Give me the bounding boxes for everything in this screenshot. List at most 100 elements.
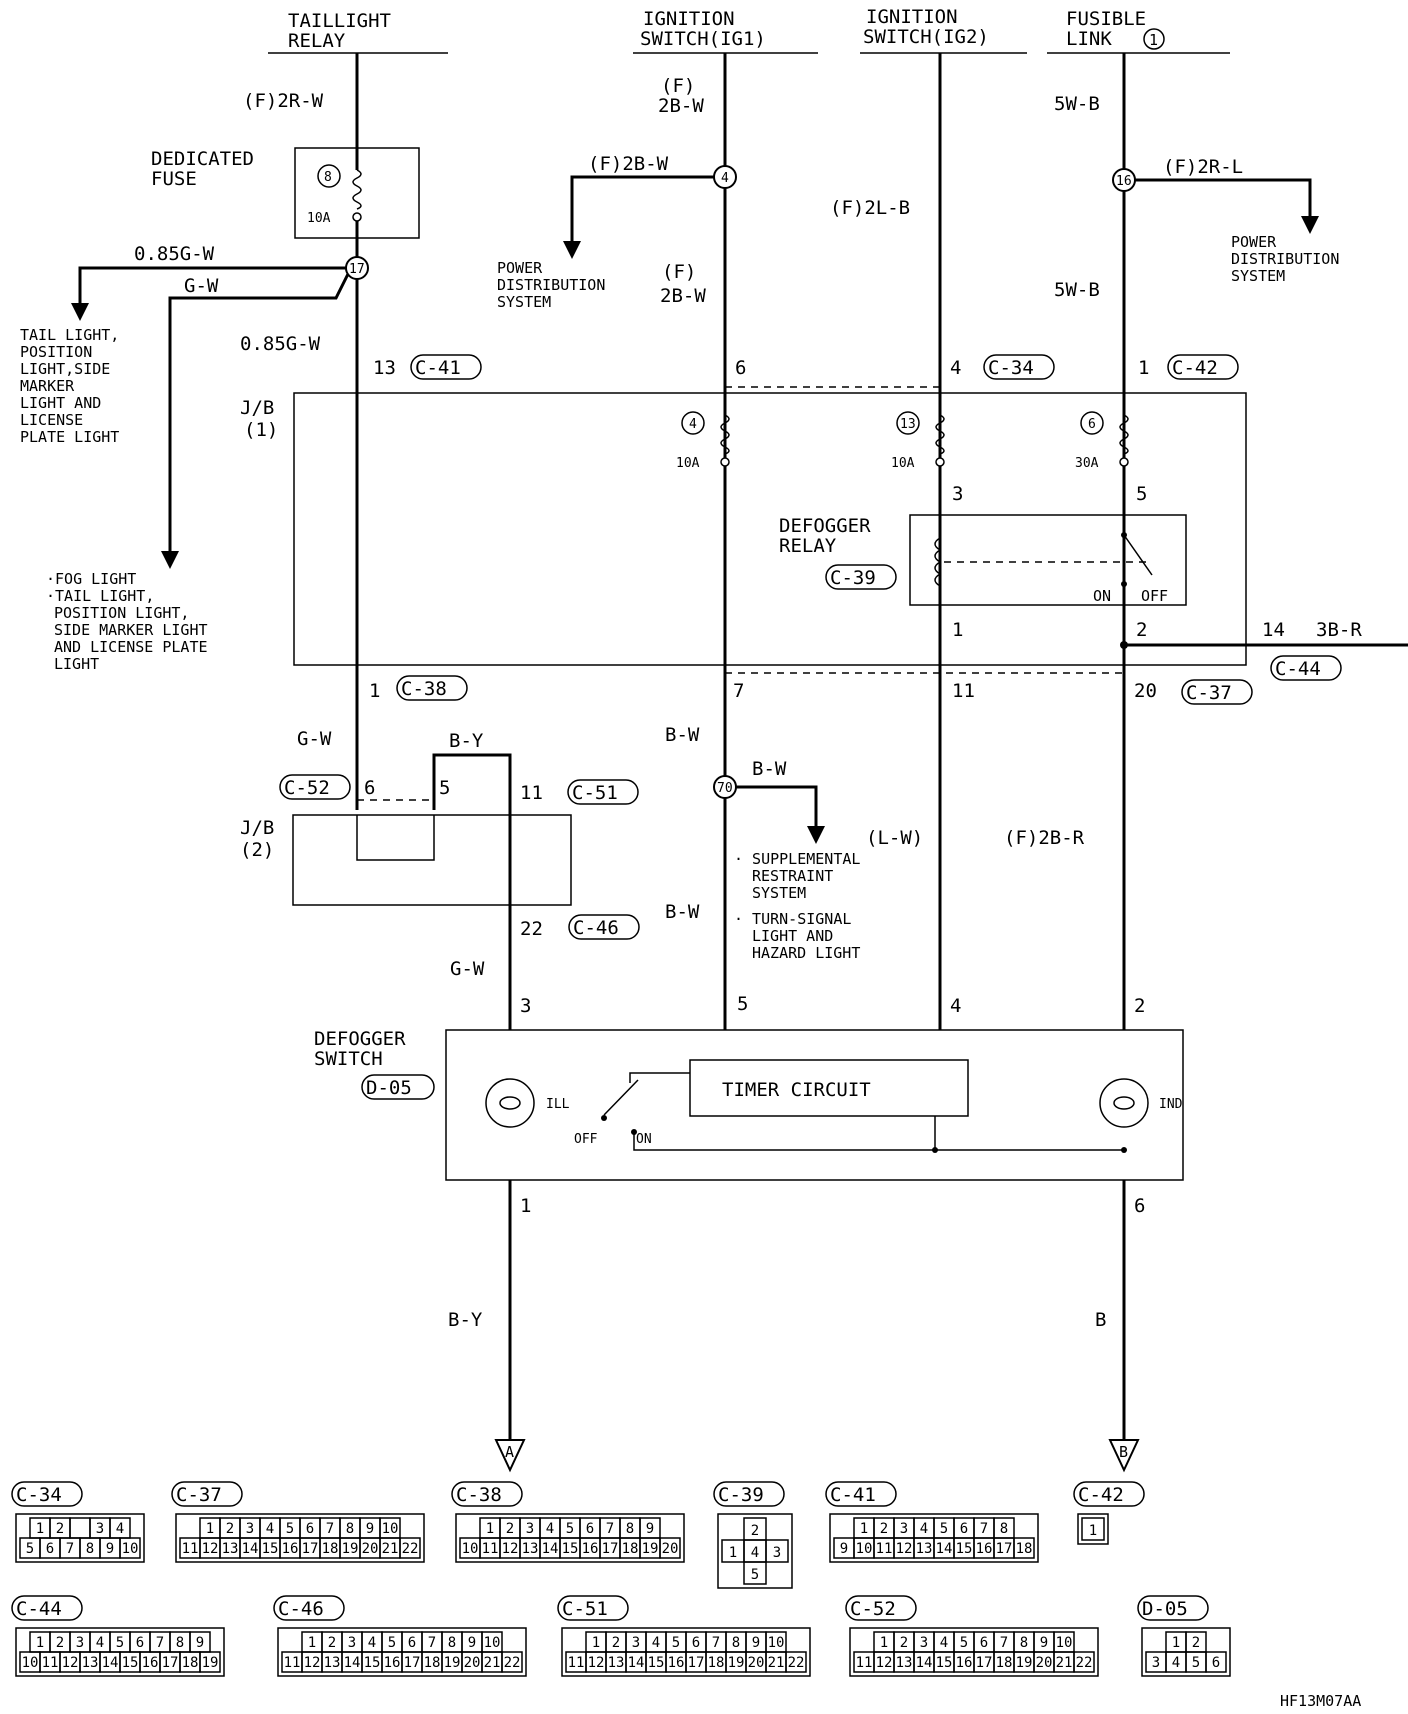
legend-pin: 5 <box>279 1517 301 1539</box>
svg-text:(F)2B-R: (F)2B-R <box>1004 827 1085 849</box>
legend-pin: 6 <box>953 1517 975 1539</box>
svg-text:16: 16 <box>668 1655 685 1671</box>
svg-text:2: 2 <box>1134 995 1145 1017</box>
svg-text:4: 4 <box>950 995 961 1017</box>
svg-text:7: 7 <box>606 1521 614 1537</box>
legend-pin: 3 <box>239 1517 261 1539</box>
svg-text:1: 1 <box>1172 1635 1180 1651</box>
legend-pin: 1 <box>1165 1631 1187 1653</box>
svg-text:G-W: G-W <box>297 728 332 750</box>
svg-text:IGNITION: IGNITION <box>866 6 958 28</box>
legend-pin: 17 <box>599 1537 621 1559</box>
svg-text:6: 6 <box>136 1635 144 1651</box>
legend-pin: 6 <box>685 1631 707 1653</box>
svg-text:4: 4 <box>940 1635 948 1651</box>
svg-text:4: 4 <box>266 1521 274 1537</box>
svg-text:11: 11 <box>42 1655 59 1671</box>
svg-text:11: 11 <box>568 1655 585 1671</box>
svg-text:19: 19 <box>342 1541 359 1557</box>
svg-text:9: 9 <box>468 1635 476 1651</box>
legend-pin: 12 <box>199 1537 221 1559</box>
svg-text:7: 7 <box>326 1521 334 1537</box>
svg-text:17: 17 <box>162 1655 179 1671</box>
legend-label: C-39 <box>718 1484 764 1506</box>
legend-pin: 15 <box>361 1651 383 1673</box>
legend-pin: 8 <box>619 1517 641 1539</box>
legend-pin: 8 <box>79 1537 101 1559</box>
svg-text:MARKER: MARKER <box>20 377 75 395</box>
svg-text:13: 13 <box>324 1655 341 1671</box>
legend-pin: 15 <box>933 1651 955 1673</box>
junction-17: 17 <box>345 256 369 280</box>
svg-text:1: 1 <box>36 1635 44 1651</box>
svg-text:14: 14 <box>344 1655 361 1671</box>
legend-pin: 18 <box>619 1537 641 1559</box>
svg-text:30A: 30A <box>1075 456 1099 471</box>
svg-text:18: 18 <box>622 1541 639 1557</box>
source-fusible-link: FUSIBLE LINK 1 <box>1047 8 1230 54</box>
legend-pin: 18 <box>993 1651 1015 1673</box>
legend-pin: 21 <box>1053 1651 1075 1673</box>
defogger-switch: DEFOGGER SWITCH D-05 TIMER CIRCUIT ILL I… <box>314 1028 1184 1181</box>
svg-text:14: 14 <box>102 1655 119 1671</box>
legend-pin: 13 <box>219 1537 241 1559</box>
svg-text:15: 15 <box>562 1541 579 1557</box>
svg-text:SWITCH(IG2): SWITCH(IG2) <box>863 26 989 48</box>
legend-pin: 5 <box>381 1631 403 1653</box>
svg-text:13: 13 <box>608 1655 625 1671</box>
svg-text:8: 8 <box>448 1635 456 1651</box>
legend-pin: 8 <box>1013 1631 1035 1653</box>
legend-pin: 18 <box>179 1651 201 1673</box>
legend-label: C-34 <box>16 1484 62 1506</box>
svg-text:9: 9 <box>196 1635 204 1651</box>
svg-text:DISTRIBUTION: DISTRIBUTION <box>1231 250 1339 268</box>
svg-text:5: 5 <box>672 1635 680 1651</box>
svg-text:B-W: B-W <box>752 758 787 780</box>
legend-pin: 12 <box>301 1651 323 1673</box>
legend-pin: 19 <box>639 1537 661 1559</box>
legend-pin: 14 <box>913 1651 935 1673</box>
svg-text:6: 6 <box>1212 1655 1220 1671</box>
legend-pin: 19 <box>199 1651 221 1673</box>
legend-pin: 4 <box>539 1517 561 1539</box>
legend-pin: 16 <box>381 1651 403 1673</box>
legend-label: D-05 <box>1142 1598 1188 1620</box>
legend-pin: 10 <box>765 1631 787 1653</box>
svg-text:16: 16 <box>976 1541 993 1557</box>
svg-text:DEFOGGER: DEFOGGER <box>314 1028 406 1050</box>
legend-label: C-37 <box>176 1484 222 1506</box>
legend-pin: 5 <box>665 1631 687 1653</box>
svg-text:3B-R: 3B-R <box>1316 619 1362 641</box>
svg-text:4: 4 <box>920 1521 928 1537</box>
svg-text:C-51: C-51 <box>572 782 618 804</box>
legend-pin: 11 <box>853 1651 875 1673</box>
legend-pin: 19 <box>441 1651 463 1673</box>
legend-pin: 22 <box>785 1651 807 1673</box>
svg-text:17: 17 <box>688 1655 705 1671</box>
svg-text:C-39: C-39 <box>830 567 876 589</box>
svg-text:RELAY: RELAY <box>288 30 346 52</box>
legend-pin: 3 <box>69 1631 91 1653</box>
legend-pin: 1 <box>199 1517 221 1539</box>
svg-text:20: 20 <box>748 1655 765 1671</box>
svg-text:6: 6 <box>408 1635 416 1651</box>
svg-text:9: 9 <box>1040 1635 1048 1651</box>
svg-text:SWITCH(IG1): SWITCH(IG1) <box>640 28 766 50</box>
svg-text:7: 7 <box>428 1635 436 1651</box>
legend-pin: 4 <box>1165 1651 1187 1673</box>
svg-text:OFF: OFF <box>574 1132 598 1147</box>
svg-text:POSITION: POSITION <box>20 343 92 361</box>
legend-pin: 6 <box>401 1631 423 1653</box>
svg-text:3: 3 <box>520 995 531 1017</box>
legend-pin: 2 <box>893 1631 915 1653</box>
svg-text:ILL: ILL <box>546 1097 570 1112</box>
svg-text:POSITION LIGHT,: POSITION LIGHT, <box>54 604 189 622</box>
svg-text:C-44: C-44 <box>1275 658 1321 680</box>
svg-text:22: 22 <box>520 918 543 940</box>
svg-text:10: 10 <box>768 1635 785 1651</box>
legend-pin: 14 <box>239 1537 261 1559</box>
legend-pin: 17 <box>159 1651 181 1673</box>
